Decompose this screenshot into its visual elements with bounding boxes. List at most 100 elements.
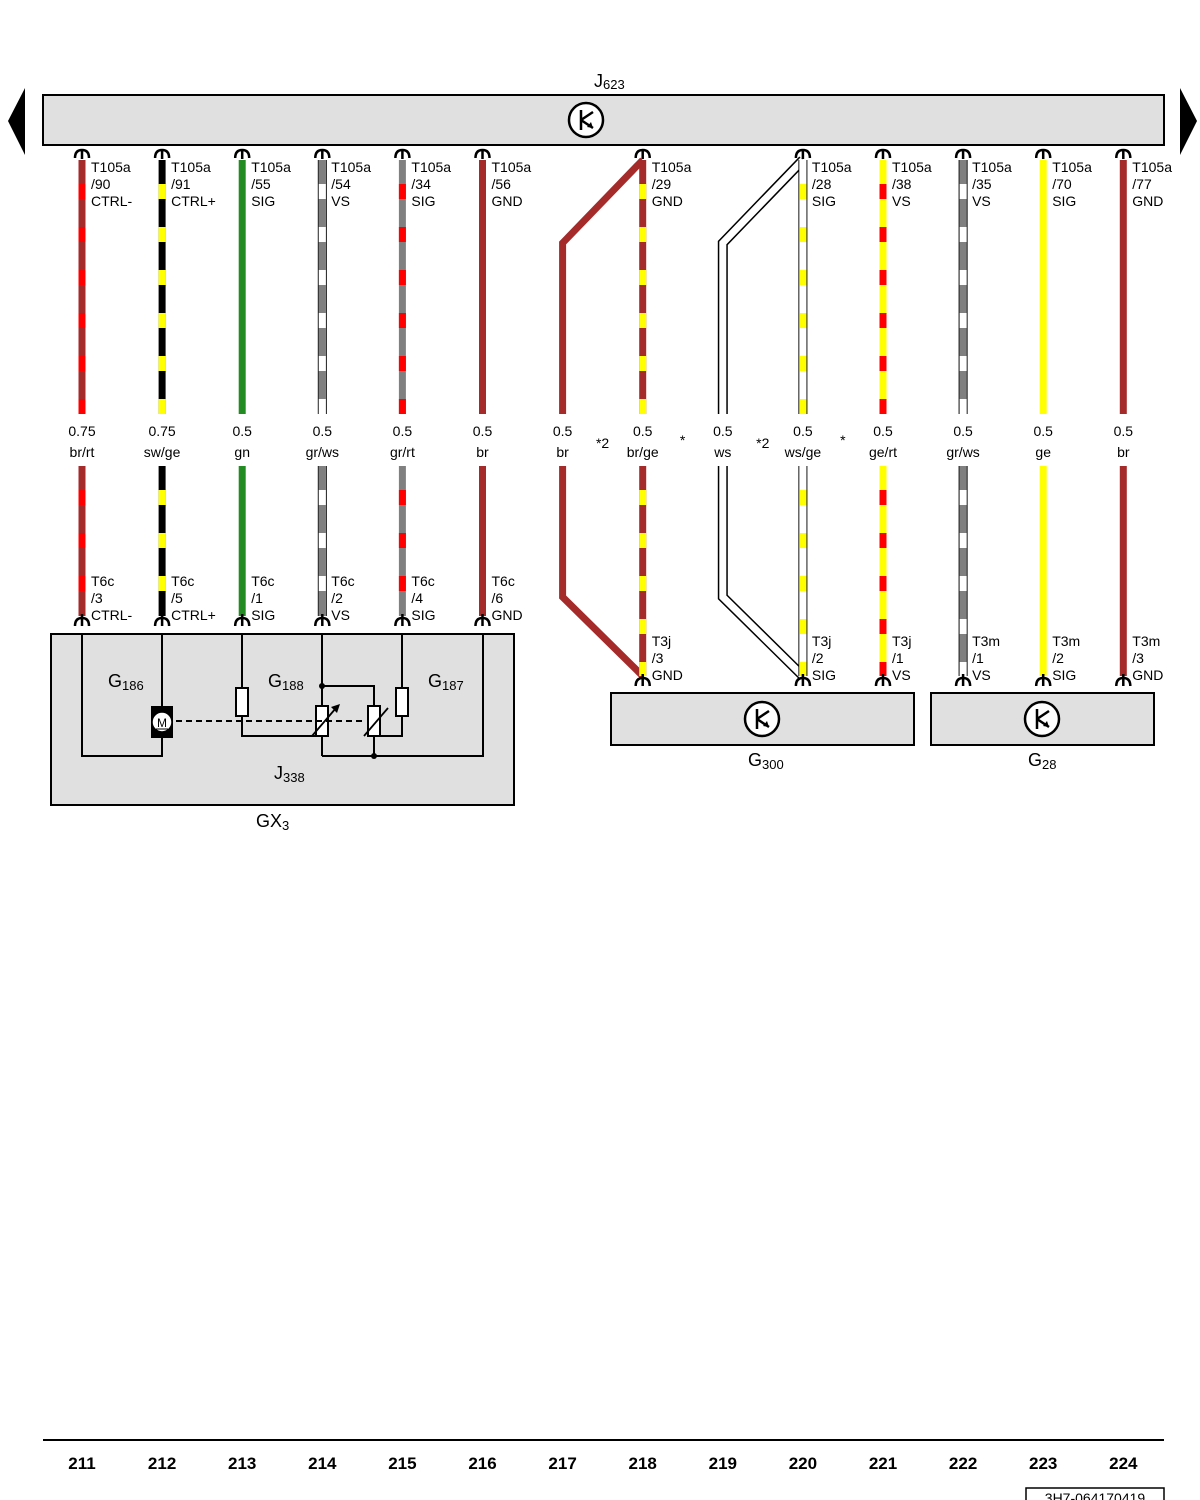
wire-size: 0.5: [473, 423, 493, 439]
bottom-connector-id: T6c: [331, 573, 354, 589]
shield-note-marker: *2: [756, 435, 769, 451]
top-connector-function: GND: [652, 193, 683, 209]
top-connector-id: T105a: [1052, 159, 1092, 175]
wire-color-code: gn: [234, 444, 250, 460]
bottom-connector-id: T3m: [1052, 633, 1080, 649]
shield-size: 0.5: [553, 423, 573, 439]
bottom-connector-pin: /2: [331, 590, 343, 606]
connector-fork-icon: [874, 148, 892, 159]
bottom-connector-pin: /3: [91, 590, 103, 606]
bottom-connector-id: T3j: [892, 633, 911, 649]
triangle-right-icon[interactable]: [1180, 88, 1197, 155]
column-number: 222: [949, 1454, 977, 1473]
bottom-connectors: [73, 614, 1132, 687]
connector-fork-icon: [1034, 148, 1052, 159]
g28-label: G28: [1028, 750, 1056, 772]
sensor-symbol-icon: [567, 101, 605, 139]
bottom-connector-pin: /6: [492, 590, 504, 606]
shield-wires: 0.5br*2*0.5ws*2*: [553, 156, 846, 680]
shield-size: 0.5: [713, 423, 733, 439]
top-connector-function: CTRL+: [171, 193, 216, 209]
wire-color-code: br/ge: [627, 444, 659, 460]
top-connector-pin: /38: [892, 176, 912, 192]
bottom-connector-id: T3m: [972, 633, 1000, 649]
top-connector-pin: /91: [171, 176, 191, 192]
wire-color-code: br: [1117, 444, 1130, 460]
top-connector-id: T105a: [492, 159, 532, 175]
bottom-connector-function: CTRL+: [171, 607, 216, 623]
connector-fork-icon: [314, 614, 331, 627]
bottom-connector-pin: /4: [411, 590, 423, 606]
g187-resistor: [395, 687, 409, 717]
wire-color-code: ge/rt: [869, 444, 897, 460]
column-number: 213: [228, 1454, 256, 1473]
bottom-connector-pin: /3: [652, 650, 664, 666]
wire-size: 0.5: [1033, 423, 1053, 439]
wire-size: 0.75: [68, 423, 95, 439]
pot-arrowhead-left: [331, 704, 340, 713]
bottom-connector-function: SIG: [251, 607, 275, 623]
wire-color-code: gr/ws: [306, 444, 339, 460]
sensor-symbol-icon: [743, 700, 781, 738]
column-number: 218: [629, 1454, 657, 1473]
document-id-box: [1025, 1487, 1165, 1500]
top-connector-pin: /35: [972, 176, 992, 192]
wire-size: 0.5: [633, 423, 653, 439]
connector-fork-icon: [874, 674, 892, 687]
junction-dot: [319, 683, 325, 689]
bottom-connector-function: SIG: [1052, 667, 1076, 683]
top-connector-id: T105a: [972, 159, 1012, 175]
document-id: 3H7-064170419: [1045, 1490, 1146, 1500]
connector-fork-icon: [314, 148, 331, 159]
bottom-connector-pin: /2: [812, 650, 824, 666]
bottom-connector-id: T6c: [251, 573, 274, 589]
connector-fork-icon: [634, 674, 651, 687]
column-number: 216: [468, 1454, 496, 1473]
connector-fork-icon: [233, 148, 251, 159]
bottom-connector-pin: /1: [892, 650, 904, 666]
top-connector-function: SIG: [1052, 193, 1076, 209]
top-connector-pin: /77: [1132, 176, 1152, 192]
bottom-connector-id: T6c: [171, 573, 194, 589]
top-connector-function: VS: [331, 193, 350, 209]
wire-size: 0.5: [1114, 423, 1134, 439]
top-connector-pin: /70: [1052, 176, 1072, 192]
shield-217[interactable]: 0.5br*2*: [553, 157, 686, 679]
column-number: 224: [1109, 1454, 1138, 1473]
pot-arrow-left: [311, 707, 337, 737]
bottom-connector-pin: /5: [171, 590, 183, 606]
top-connector-function: SIG: [411, 193, 435, 209]
bottom-connector-id: T6c: [411, 573, 434, 589]
shield-219[interactable]: 0.5ws*2*: [713, 156, 846, 680]
bottom-connector-id: T3m: [1132, 633, 1160, 649]
bottom-connector-function: VS: [331, 607, 350, 623]
connector-fork-icon: [394, 614, 411, 627]
bottom-connector-id: T3j: [812, 633, 831, 649]
column-number: 215: [388, 1454, 416, 1473]
gx3-component: M G186 G188 G187 J338 GX3: [50, 633, 515, 833]
wire-color-code: br/rt: [70, 444, 95, 460]
bottom-connector-function: GND: [492, 607, 523, 623]
connector-fork-icon: [73, 148, 91, 159]
triangle-left-icon[interactable]: [8, 88, 25, 155]
top-connector-function: GND: [1132, 193, 1163, 209]
top-connector-function: GND: [492, 193, 523, 209]
column-number: 219: [709, 1454, 737, 1473]
g28-component: G28: [930, 692, 1155, 772]
wire-color-code: ge: [1035, 444, 1051, 460]
column-number: 221: [869, 1454, 897, 1473]
top-connector-id: T105a: [652, 159, 692, 175]
